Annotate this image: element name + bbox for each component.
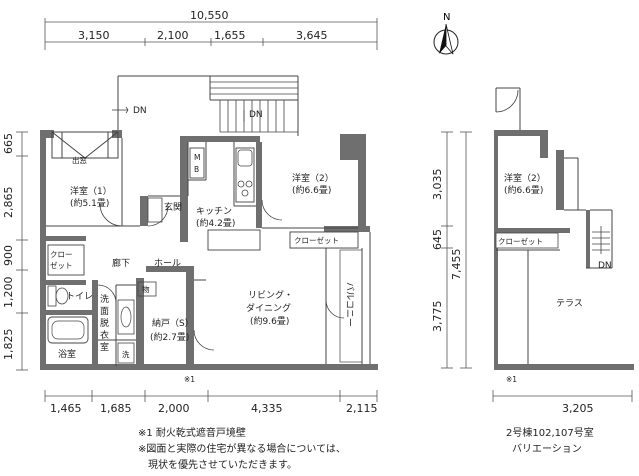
mb-label-m: M bbox=[194, 153, 200, 162]
dim-top-2: 2,100 bbox=[157, 29, 189, 42]
variant-bedroom2-area: (約6.6畳) bbox=[504, 184, 543, 196]
mb-label-b: B bbox=[194, 165, 199, 174]
common-corridor bbox=[112, 75, 299, 136]
dim-left-2: 2,865 bbox=[2, 187, 15, 219]
small-closet bbox=[47, 244, 85, 276]
dim-top-4: 3,645 bbox=[296, 29, 328, 42]
left-dimension-lines bbox=[16, 131, 28, 371]
variant-dn-label: DN bbox=[598, 261, 612, 271]
living-name-2: ダイニング bbox=[246, 302, 291, 314]
bay-window bbox=[51, 131, 119, 159]
bottom-dimension-lines bbox=[44, 390, 378, 402]
bath-label: 浴室 bbox=[58, 348, 76, 360]
kitchen-area: (約4.2畳) bbox=[196, 217, 235, 229]
dn-label-1: DN bbox=[133, 106, 147, 116]
dim-bottom-2: 1,685 bbox=[100, 402, 132, 415]
note-line-2: ※図面と実際の住宅が異なる場合については、 bbox=[138, 442, 346, 455]
meter-box bbox=[189, 147, 205, 179]
dim-bottom-4: 4,335 bbox=[251, 402, 283, 415]
shoe-storage-label: 物 bbox=[142, 284, 150, 294]
variant-terrace-label: テラス bbox=[556, 298, 583, 309]
closet-bedroom2 bbox=[289, 231, 359, 249]
top-dimension-lines bbox=[44, 18, 378, 50]
washroom-label-4: 衣 bbox=[100, 329, 109, 341]
compass bbox=[433, 23, 459, 55]
door-swings bbox=[97, 199, 345, 351]
washroom-label-2: 面 bbox=[100, 306, 109, 317]
variant-walls bbox=[494, 87, 634, 370]
right-dimension-lines bbox=[441, 131, 472, 369]
washroom-label-3: 脱 bbox=[100, 317, 109, 329]
shoe-storage bbox=[137, 281, 157, 297]
variant-closet-label: クローゼット bbox=[498, 236, 543, 246]
balcony-label: バルコニー bbox=[344, 282, 355, 327]
wash-label: 洗 bbox=[122, 349, 130, 359]
entrance-label: 玄関 bbox=[164, 201, 182, 213]
variant-stair bbox=[592, 226, 610, 254]
variant-note1-mark: ※1 bbox=[506, 375, 517, 384]
note-line-3: 現状を優先させていただきます。 bbox=[148, 458, 297, 471]
compass-north-label: N bbox=[443, 12, 450, 23]
dim-left-1: 665 bbox=[2, 133, 15, 154]
dim-bottom-1: 1,465 bbox=[50, 402, 82, 415]
variant-caption-1: 2号棟102,107号室 bbox=[506, 426, 594, 439]
dim-left-4: 1,200 bbox=[2, 277, 15, 309]
washbasin bbox=[117, 299, 135, 364]
living-name-1: リビング・ bbox=[248, 289, 293, 301]
dim-bottom-3: 2,000 bbox=[158, 402, 190, 415]
outer-walls bbox=[40, 130, 378, 370]
dim-top-1: 3,150 bbox=[78, 29, 110, 42]
dim-right-total: 7,455 bbox=[450, 249, 463, 281]
variant-bedroom2-name: 洋室（2） bbox=[504, 172, 546, 184]
dim-variant-bottom: 3,205 bbox=[562, 402, 594, 415]
washroom-label-1: 洗 bbox=[100, 293, 109, 305]
bedroom1-area: (約5.1畳) bbox=[70, 197, 109, 209]
bay-window-label: 出窓 bbox=[72, 155, 87, 165]
toilet-fixture bbox=[47, 285, 69, 307]
bedroom1-name: 洋室（1） bbox=[70, 185, 112, 197]
dim-left-5: 1,825 bbox=[2, 329, 15, 361]
small-closet-label-1: クロー bbox=[50, 250, 73, 259]
corridor-label: 廊下 bbox=[112, 257, 130, 269]
storage-area: (約2.7畳) bbox=[150, 331, 189, 343]
variant-caption-2: バリエーション bbox=[512, 443, 582, 455]
dim-top-3: 1,655 bbox=[214, 29, 246, 42]
dn-label-2: DN bbox=[249, 110, 263, 120]
variant-closet bbox=[495, 232, 559, 249]
dim-left-3: 900 bbox=[2, 245, 15, 266]
balcony-area bbox=[339, 249, 363, 363]
kitchen-name: キッチン bbox=[196, 206, 232, 217]
toilet-label: トイレ bbox=[66, 292, 93, 302]
dim-right-2: 645 bbox=[431, 229, 444, 250]
variant-bottom-dimension bbox=[492, 390, 633, 402]
dim-bottom-5: 2,115 bbox=[346, 402, 378, 415]
bedroom2-area: (約6.6畳) bbox=[292, 184, 331, 196]
hall-label: ホール bbox=[154, 258, 181, 269]
bedroom2-name: 洋室（2） bbox=[292, 172, 334, 184]
note1-mark: ※1 bbox=[184, 375, 195, 384]
small-closet-label-2: ゼット bbox=[50, 260, 73, 270]
washroom-label-5: 室 bbox=[100, 341, 109, 353]
bathtub bbox=[47, 316, 89, 344]
storage-name: 納戸（S） bbox=[152, 317, 194, 329]
dim-top-total: 10,550 bbox=[190, 9, 229, 22]
kitchen-fixtures bbox=[147, 147, 261, 251]
closet-label: クローゼット bbox=[294, 235, 339, 245]
living-area: (約9.6畳) bbox=[250, 315, 289, 327]
note-line-1: ※1 耐火乾式遮音戸境壁 bbox=[138, 426, 246, 439]
dim-right-3: 3,775 bbox=[431, 301, 444, 333]
dim-right-1: 3,035 bbox=[431, 169, 444, 201]
